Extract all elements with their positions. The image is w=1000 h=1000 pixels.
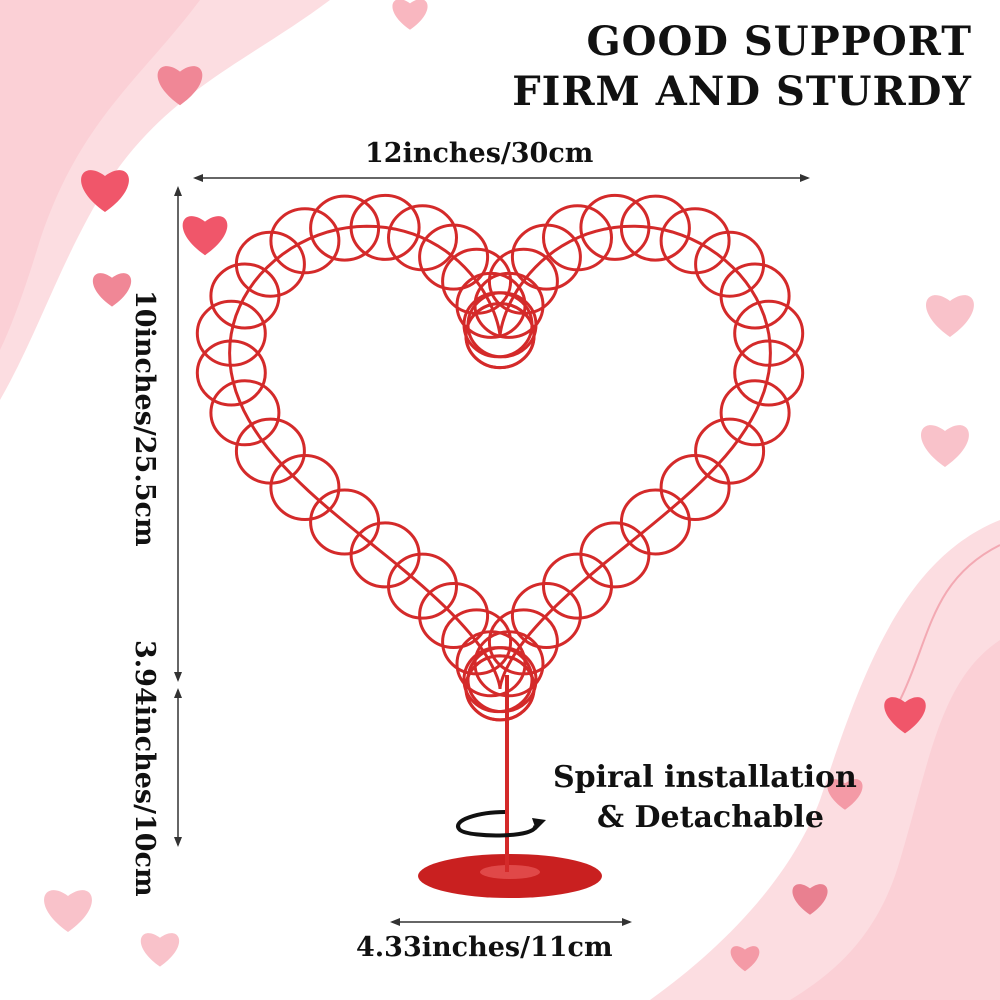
spiral-loop xyxy=(510,582,582,649)
spiral-loop xyxy=(462,646,534,714)
decorative-heart-icon xyxy=(926,295,974,337)
spiral-loop xyxy=(733,339,805,407)
height-label: 10inches/25.5cm xyxy=(129,290,160,547)
pink-swoosh-top-left-light xyxy=(0,0,200,350)
decorative-heart-icon xyxy=(730,946,760,972)
spiral-loop xyxy=(309,488,381,556)
decorative-heart-icon xyxy=(81,170,129,212)
spiral-loop xyxy=(418,223,490,291)
heart-frame xyxy=(228,224,772,689)
decorative-heart-icon xyxy=(392,0,428,30)
spiral-loop xyxy=(349,193,421,261)
spiral-loop xyxy=(659,454,731,521)
spiral-loop xyxy=(195,299,267,367)
headline-line1: GOOD SUPPORT xyxy=(586,18,972,65)
decorative-heart-icon xyxy=(921,425,969,467)
spiral-loop xyxy=(542,204,613,272)
headline-line2: FIRM AND STURDY xyxy=(512,68,972,115)
spiral-loop xyxy=(733,299,805,367)
spiral-loop xyxy=(441,608,513,676)
dimension-lines xyxy=(174,174,810,926)
spiral-loop xyxy=(234,417,306,485)
callout-line2: & Detachable xyxy=(597,800,824,835)
rotate-arrow-icon xyxy=(456,810,546,838)
callout-line1: Spiral installation xyxy=(553,760,857,795)
spiral-loop xyxy=(719,262,791,330)
decorative-heart-icon xyxy=(827,779,863,810)
spiral-loop xyxy=(269,207,341,275)
width-label: 12inches/30cm xyxy=(365,138,594,169)
decorative-heart-icon xyxy=(44,890,92,932)
spiral-loop xyxy=(195,339,267,407)
spiral-loop xyxy=(234,230,306,298)
pink-swoosh-bottom-right-light xyxy=(790,640,1000,1000)
spiral-loop xyxy=(309,194,381,262)
decorative-heart-icon xyxy=(92,273,132,307)
decorative-heart-icon xyxy=(140,933,180,967)
spiral-loop xyxy=(719,379,791,447)
spiral-loop xyxy=(209,379,281,447)
base-diameter-label: 4.33inches/11cm xyxy=(356,932,613,963)
spiral-loop xyxy=(455,630,527,698)
decorative-heart-icon xyxy=(792,884,828,915)
stand-height-label: 3.94inches/10cm xyxy=(129,640,160,897)
spiral-loop xyxy=(579,193,651,261)
spiral-loop xyxy=(542,552,613,620)
decorative-heart-icon xyxy=(884,697,926,734)
heart-spiral-stand xyxy=(195,193,805,898)
spiral-loop xyxy=(619,194,691,262)
spiral-loop xyxy=(659,207,731,275)
spiral-loop xyxy=(418,582,490,649)
decorative-heart-icon xyxy=(157,66,203,106)
spiral-loop xyxy=(464,302,536,370)
decorative-heart-icon xyxy=(182,216,228,256)
